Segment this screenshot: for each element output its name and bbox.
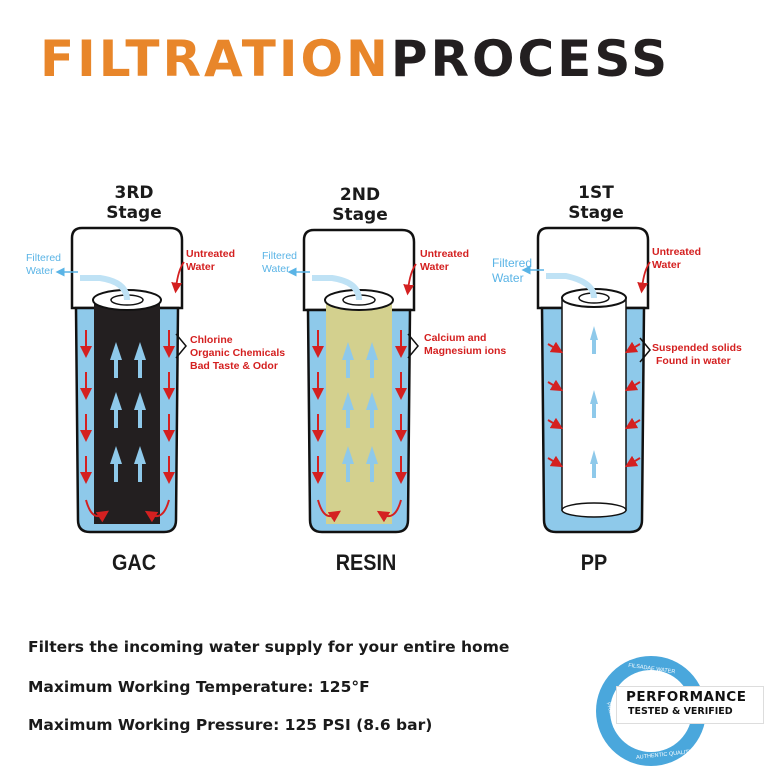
housing-pp — [521, 226, 651, 534]
media-label-resin: RESIN — [335, 550, 397, 575]
media-label-gac: GAC — [111, 550, 156, 575]
resin-cartridge — [326, 302, 392, 524]
stage-number: 3RD — [114, 183, 154, 203]
stage-label-2nd: 2ND Stage — [290, 185, 430, 225]
media-label-pp: PP — [580, 550, 608, 575]
spec-line-supply: Filters the incoming water supply for yo… — [28, 638, 510, 656]
spec-line-pressure: Maximum Working Pressure: 125 PSI (8.6 b… — [28, 716, 433, 734]
stage-label-3rd: 3RD Stage — [64, 183, 204, 223]
page-title: FILTRATIONPROCESS — [40, 30, 670, 88]
gac-cartridge — [94, 302, 160, 524]
stage-number: 1ST — [578, 183, 614, 203]
seal-band — [616, 686, 764, 724]
stage-number: 2ND — [339, 185, 381, 205]
spec-line-temperature: Maximum Working Temperature: 125°F — [28, 678, 370, 696]
title-part-filtration: FILTRATION — [40, 30, 391, 88]
seal-performance-text: PERFORMANCE — [626, 689, 747, 705]
housing-gac — [55, 226, 187, 534]
stage-label-1st: 1ST Stage — [526, 183, 666, 223]
housing-resin — [287, 228, 419, 534]
seal-tested-text: TESTED & VERIFIED — [628, 706, 733, 717]
stage-word: Stage — [332, 205, 388, 225]
stage-word: Stage — [106, 203, 162, 223]
title-part-process: PROCESS — [390, 30, 671, 88]
stage-word: Stage — [568, 203, 624, 223]
